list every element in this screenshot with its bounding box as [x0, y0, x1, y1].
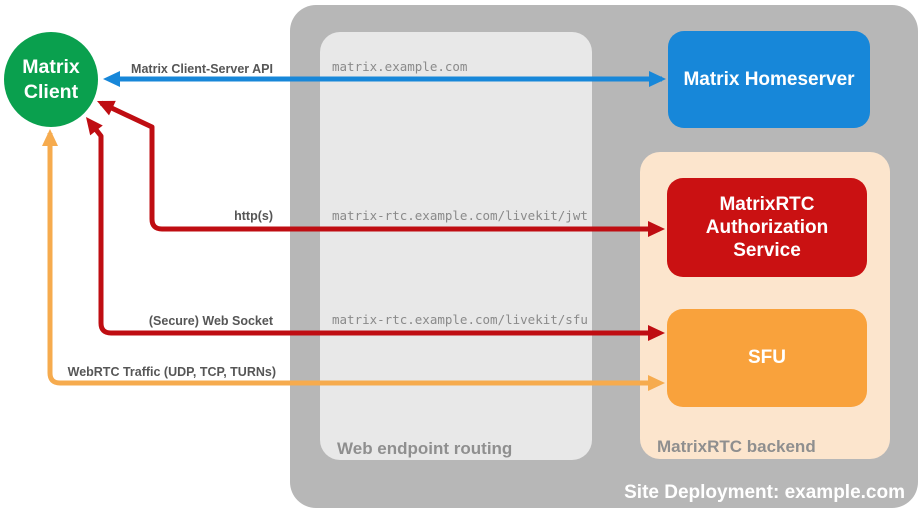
sfu-node: SFU: [667, 309, 867, 407]
arrowhead-web-socket-client-icon: [86, 117, 103, 136]
matrixrtc-backend-box: MatrixRTC Authorization Service SFU Matr…: [640, 152, 890, 459]
matrix-client-node: Matrix Client: [4, 32, 98, 127]
endpoint-label-sfu: matrix-rtc.example.com/livekit/sfu: [332, 312, 588, 327]
endpoint-label-homeserver: matrix.example.com: [332, 59, 468, 74]
web-endpoint-routing-box: matrix.example.com matrix-rtc.example.co…: [320, 32, 592, 460]
arrow-label-https: http(s): [234, 209, 273, 223]
matrixrtc-backend-label: MatrixRTC backend: [657, 437, 816, 456]
arrowhead-webrtc-client-icon: [42, 129, 58, 146]
web-endpoint-routing-label: Web endpoint routing: [337, 439, 513, 458]
site-deployment-label: Site Deployment: example.com: [624, 482, 905, 503]
matrix-homeserver-node: Matrix Homeserver: [668, 31, 870, 128]
arrow-label-webrtc-traffic: WebRTC Traffic (UDP, TCP, TURNs): [67, 365, 276, 379]
arrow-label-web-socket: (Secure) Web Socket: [148, 314, 273, 328]
auth-service-node: MatrixRTC Authorization Service: [667, 178, 867, 277]
arrow-label-client-server-api: Matrix Client-Server API: [131, 62, 273, 76]
endpoint-label-jwt: matrix-rtc.example.com/livekit/jwt: [332, 208, 588, 223]
arrowhead-https-client-icon: [97, 100, 116, 116]
arrowhead-blue-left-icon: [103, 71, 120, 87]
site-deployment-container: matrix.example.com matrix-rtc.example.co…: [290, 5, 918, 508]
